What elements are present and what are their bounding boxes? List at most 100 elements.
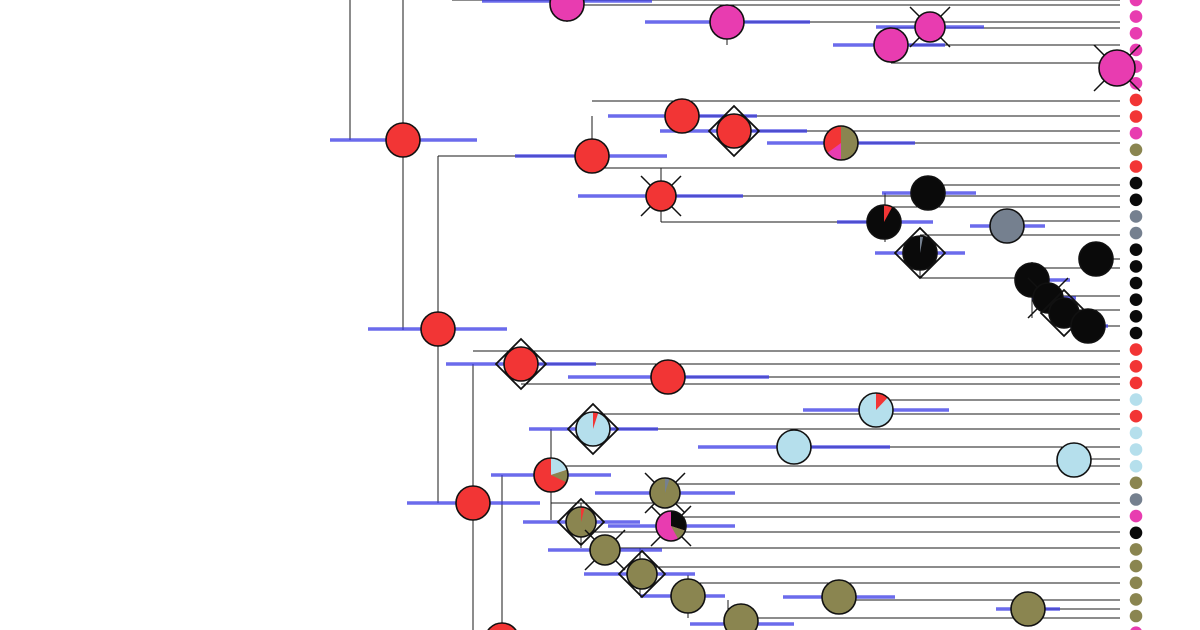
ancestral-node [909, 6, 951, 48]
ancestral-node [858, 392, 894, 428]
tip-state-dot [1129, 543, 1143, 556]
tip-state-dot [1129, 226, 1143, 240]
node-pie-main [651, 360, 685, 394]
diamond-marker [556, 497, 606, 547]
node-outline [645, 180, 677, 212]
ancestral-node [566, 402, 620, 456]
ancestral-node [776, 429, 812, 465]
node-pie-main [504, 347, 538, 381]
diamond-marker [707, 104, 761, 158]
node-outline [533, 457, 569, 493]
tip-state-dot [1129, 459, 1143, 473]
tip-state-dot [1129, 160, 1143, 173]
node-outline [589, 534, 621, 566]
ancestral-node [455, 485, 491, 521]
node-pie-main [717, 114, 751, 148]
node-pie-main [646, 181, 676, 211]
tip-state-dot [1129, 559, 1143, 573]
node-pie-main [575, 139, 609, 173]
node-outline [670, 578, 706, 614]
ancestral-node [873, 27, 909, 63]
ancestral-node [640, 175, 682, 217]
node-pie-main [1011, 592, 1045, 626]
node-pie-slice [551, 458, 568, 475]
node-pie-main [671, 579, 705, 613]
node-outline [1014, 262, 1050, 298]
ancestral-node [670, 578, 706, 614]
node-outline [873, 27, 909, 63]
node-outline [866, 204, 902, 240]
node-outline [1078, 241, 1114, 277]
node-outline [858, 392, 894, 428]
tip-state-dot [1130, 626, 1142, 630]
node-outline [503, 346, 539, 382]
node-outline [910, 175, 946, 211]
node-pie-main [1057, 443, 1091, 477]
node-outline [664, 98, 700, 134]
tip-state-dot [1129, 77, 1143, 90]
node-pie-main [1099, 50, 1135, 86]
tip-state-dot [1129, 110, 1143, 123]
tip-state-dot [1129, 360, 1143, 373]
diamond-marker [1039, 288, 1089, 338]
node-pie-slice [876, 393, 888, 410]
node-pie-main [874, 28, 908, 62]
node-outline [649, 477, 681, 509]
tip-state-dot [1129, 409, 1143, 423]
tree-branches [349, 0, 1120, 630]
node-outline [776, 429, 812, 465]
tip-state-dot [1129, 609, 1143, 623]
diamond-marker [566, 402, 620, 456]
node-pie-main [386, 123, 420, 157]
node-pie-main [1071, 309, 1105, 343]
ancestral-node [1010, 591, 1046, 627]
tip-state-dot [1129, 593, 1143, 606]
ancestral-node [556, 497, 606, 547]
node-outline [823, 125, 859, 161]
ancestral-node [574, 138, 610, 174]
ancestral-node [487, 622, 517, 630]
node-outline [1098, 49, 1136, 87]
ancestral-node [617, 549, 667, 599]
node-pie-main [822, 580, 856, 614]
ancestral-node [1070, 308, 1106, 344]
tip-state-dot [1129, 0, 1143, 7]
tip-state-dot [1129, 476, 1143, 490]
node-pie-slice [551, 469, 569, 483]
tip-state-dot [1129, 526, 1143, 540]
tip-state-dot [1129, 393, 1143, 406]
tip-state-dot [1129, 376, 1143, 390]
tip-state-dot [1129, 260, 1143, 273]
node-pie-main [421, 312, 455, 346]
node-outline [1056, 442, 1092, 478]
tip-state-dot [1129, 326, 1143, 340]
ancestral-node [650, 505, 692, 547]
node-pie-main [1079, 242, 1113, 276]
ancestral-node [709, 4, 745, 40]
node-pie-main [911, 176, 945, 210]
node-pie-slice [593, 411, 599, 429]
node-pie-slice [581, 507, 585, 522]
node-outline [716, 113, 752, 149]
node-outline [655, 510, 687, 542]
node-outline [914, 11, 946, 43]
tip-state-dot [1129, 10, 1143, 23]
ancestral-node [1056, 442, 1092, 478]
node-pie-slice [884, 205, 893, 222]
ancestral-node [549, 0, 585, 22]
node-outline [723, 603, 759, 630]
node-outline [575, 411, 611, 447]
node-pie-slice [920, 236, 924, 253]
ancestral-node [1078, 241, 1114, 277]
node-outline [420, 311, 456, 347]
diamond-marker [494, 337, 548, 391]
tip-state-dot [1129, 193, 1143, 207]
node-pie-main [456, 486, 490, 520]
node-outline [1010, 591, 1046, 627]
node-outline [709, 4, 745, 40]
ancestral-node [910, 175, 946, 211]
tip-state-dot [1129, 443, 1143, 456]
tip-state-dot [1129, 143, 1143, 157]
tip-state-dot [1129, 293, 1143, 307]
node-outline [385, 122, 421, 158]
